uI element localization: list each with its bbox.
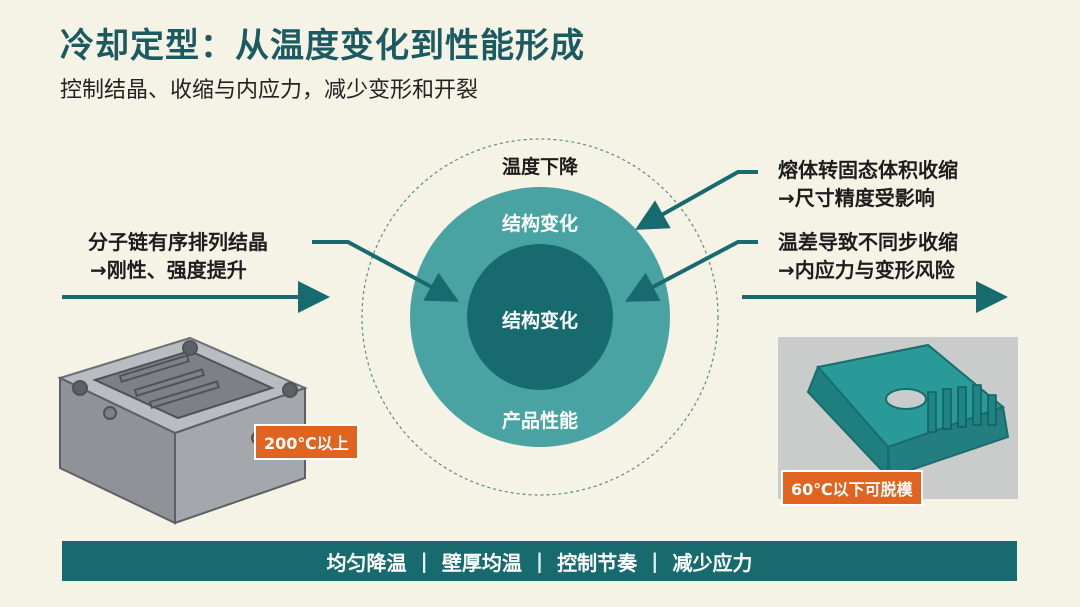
summary-item: 减少应力 — [672, 550, 753, 575]
mold-temperature-badge: 200℃以上 — [254, 424, 359, 460]
summary-separator: | — [535, 549, 544, 573]
outer-dashed-circle — [361, 138, 719, 496]
summary-separator: | — [420, 549, 428, 573]
ring-bottom-label: 产品性能 — [501, 410, 578, 432]
page-subtitle: 控制结晶、收缩与内应力，减少变形和开裂 — [60, 78, 479, 103]
right-note-2: 温差导致不同步收缩 →内应力与变形风险 — [778, 228, 958, 284]
right-note-2-line2: →内应力与变形风险 — [778, 258, 955, 282]
part-temperature-badge: 60℃以下可脱模 — [781, 470, 923, 506]
outer-circle-label: 温度下降 — [501, 156, 578, 178]
right-note-1-line1: 熔体转固态体积收缩 — [778, 158, 958, 182]
left-note-line2: →刚性、强度提升 — [90, 258, 247, 282]
steel-mold-image — [57, 336, 308, 525]
right-note-2-line1: 温差导致不同步收缩 — [778, 230, 958, 254]
page-title: 冷却定型：从温度变化到性能形成 — [60, 26, 585, 66]
core-circle — [467, 244, 613, 390]
right-note-1: 熔体转固态体积收缩 →尺寸精度受影响 — [778, 156, 958, 212]
left-note-line1: 分子链有序排列结晶 — [88, 230, 268, 254]
left-note-arrow — [312, 240, 460, 302]
ring-top-label: 结构变化 — [501, 213, 578, 235]
right-note-1-line2: →尺寸精度受影响 — [778, 186, 935, 210]
right-note-1-arrow — [635, 170, 758, 230]
right-note-2-arrow — [624, 240, 758, 302]
teal-plastic-part-image — [778, 337, 1018, 499]
bottom-summary-bar: 均匀降温 | 壁厚均温 | 控制节奏 | 减少应力 — [62, 541, 1017, 581]
summary-item: 均匀降温 — [326, 550, 407, 575]
core-label: 结构变化 — [501, 310, 578, 332]
summary-item: 壁厚均温 — [441, 550, 522, 575]
summary-separator: | — [651, 549, 659, 573]
left-note: 分子链有序排列结晶 →刚性、强度提升 — [88, 228, 268, 284]
summary-item: 控制节奏 — [557, 550, 638, 575]
